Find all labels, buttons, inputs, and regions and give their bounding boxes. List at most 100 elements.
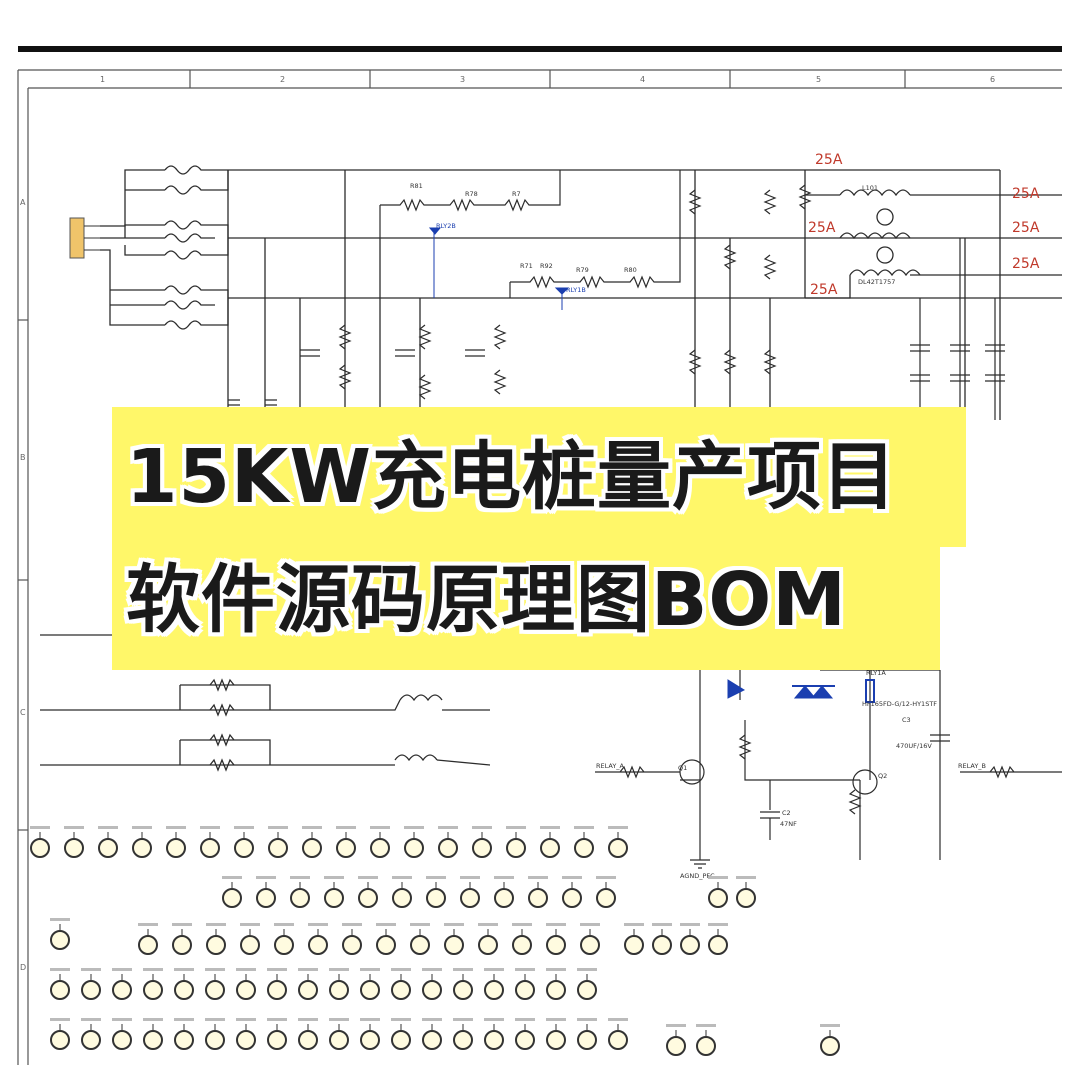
label-q2: Q2 xyxy=(878,772,887,780)
test-point-pad xyxy=(546,968,566,1000)
test-point-pad xyxy=(174,1018,194,1050)
frame-col-1: 1 xyxy=(100,75,105,84)
test-point-pad xyxy=(236,968,256,1000)
test-point-pad xyxy=(329,968,349,1000)
test-point-pad xyxy=(132,826,152,858)
test-point-pad xyxy=(484,968,504,1000)
current-label: 25A xyxy=(1012,186,1040,202)
test-point-pad xyxy=(577,1018,597,1050)
test-point-pad xyxy=(562,876,582,908)
frame-col-2: 2 xyxy=(280,75,285,84)
relay-driver xyxy=(595,665,1062,869)
label-rly1b: RLY1B xyxy=(566,286,586,294)
frame-row-a: A xyxy=(20,198,26,207)
test-point-pads xyxy=(30,826,840,1056)
test-point-pad xyxy=(624,923,644,955)
test-point-pad xyxy=(370,826,390,858)
test-point-pad xyxy=(546,1018,566,1050)
test-point-pad xyxy=(267,968,287,1000)
label-c3: C3 xyxy=(902,716,911,724)
resistor-network xyxy=(228,170,1005,420)
test-point-pad xyxy=(528,876,548,908)
frame-row-c: C xyxy=(20,708,26,717)
title-line-2: 软件源码原理图BOM xyxy=(112,530,940,670)
label-c3-value: 470UF/16V xyxy=(896,742,932,750)
test-point-pad xyxy=(515,1018,535,1050)
fuse-bank xyxy=(100,165,1062,420)
test-point-pad xyxy=(540,826,560,858)
drawing-frame xyxy=(17,69,1062,1065)
test-point-pad xyxy=(200,826,220,858)
test-point-pad xyxy=(81,1018,101,1050)
test-point-pad xyxy=(494,876,514,908)
test-point-pad xyxy=(256,876,276,908)
test-point-pad xyxy=(376,923,396,955)
label-agnd: AGND_PFC xyxy=(680,872,715,880)
test-point-pad xyxy=(205,1018,225,1050)
test-point-pad xyxy=(696,1024,716,1056)
test-point-pad xyxy=(143,1018,163,1050)
label-c2-value: 47NF xyxy=(780,820,797,828)
test-point-pad xyxy=(30,826,50,858)
label-r7: R7 xyxy=(512,190,521,198)
test-point-pad xyxy=(166,826,186,858)
test-point-pad xyxy=(410,923,430,955)
relay-coil-symbols xyxy=(428,227,875,703)
test-point-pad xyxy=(81,968,101,1000)
label-c2: C2 xyxy=(782,809,791,817)
test-point-pad xyxy=(358,876,378,908)
test-point-pad xyxy=(336,826,356,858)
test-point-pad xyxy=(172,923,192,955)
label-r78: R78 xyxy=(465,190,478,198)
test-point-pad xyxy=(50,918,70,950)
test-point-pad xyxy=(302,826,322,858)
test-point-pad xyxy=(98,826,118,858)
test-point-pad xyxy=(512,923,532,955)
test-point-pad xyxy=(608,1018,628,1050)
test-point-pad xyxy=(274,923,294,955)
label-relay-b: RELAY_B xyxy=(958,762,986,770)
frame-col-6: 6 xyxy=(990,75,995,84)
test-point-pad xyxy=(460,876,480,908)
test-point-pad xyxy=(515,968,535,1000)
test-point-pad xyxy=(422,968,442,1000)
current-label: 25A xyxy=(808,220,836,236)
test-point-pad xyxy=(404,826,424,858)
test-point-pad xyxy=(298,1018,318,1050)
current-label: 25A xyxy=(1012,256,1040,272)
test-point-pad xyxy=(268,826,288,858)
label-l101: L101 xyxy=(862,184,878,192)
test-point-pad xyxy=(596,876,616,908)
test-point-pad xyxy=(138,923,158,955)
test-point-pad xyxy=(484,1018,504,1050)
test-point-pad xyxy=(391,968,411,1000)
current-annotations: 25A 25A 25A 25A 25A 25A xyxy=(808,152,1040,298)
test-point-pad xyxy=(112,1018,132,1050)
test-point-pad xyxy=(234,826,254,858)
test-point-pad xyxy=(652,923,672,955)
test-point-pad xyxy=(608,826,628,858)
current-label: 25A xyxy=(1012,220,1040,236)
test-point-pad xyxy=(112,968,132,1000)
test-point-pad xyxy=(290,876,310,908)
label-q1: Q1 xyxy=(678,764,687,772)
test-point-pad xyxy=(472,826,492,858)
test-point-pad xyxy=(546,923,566,955)
test-point-pad xyxy=(422,1018,442,1050)
label-r80: R80 xyxy=(624,266,637,274)
label-r92: R92 xyxy=(540,262,553,270)
top-rule xyxy=(18,46,1062,52)
test-point-pad xyxy=(308,923,328,955)
test-point-pad xyxy=(444,923,464,955)
label-r79: R79 xyxy=(576,266,589,274)
label-rly2b: RLY2B xyxy=(436,222,456,230)
current-label: 25A xyxy=(810,282,838,298)
label-dl42: DL42T1757 xyxy=(858,278,895,286)
frame-column-labels: 1 2 3 4 5 6 A B C D xyxy=(20,75,995,972)
test-point-pad xyxy=(329,1018,349,1050)
current-label: 25A xyxy=(815,152,843,168)
test-point-pad xyxy=(574,826,594,858)
test-point-pad xyxy=(174,968,194,1000)
label-rly1a-part: HF165FD-G/12-HY1STF xyxy=(862,700,937,708)
title-line-1: 15KW充电桩量产项目 xyxy=(112,407,966,547)
